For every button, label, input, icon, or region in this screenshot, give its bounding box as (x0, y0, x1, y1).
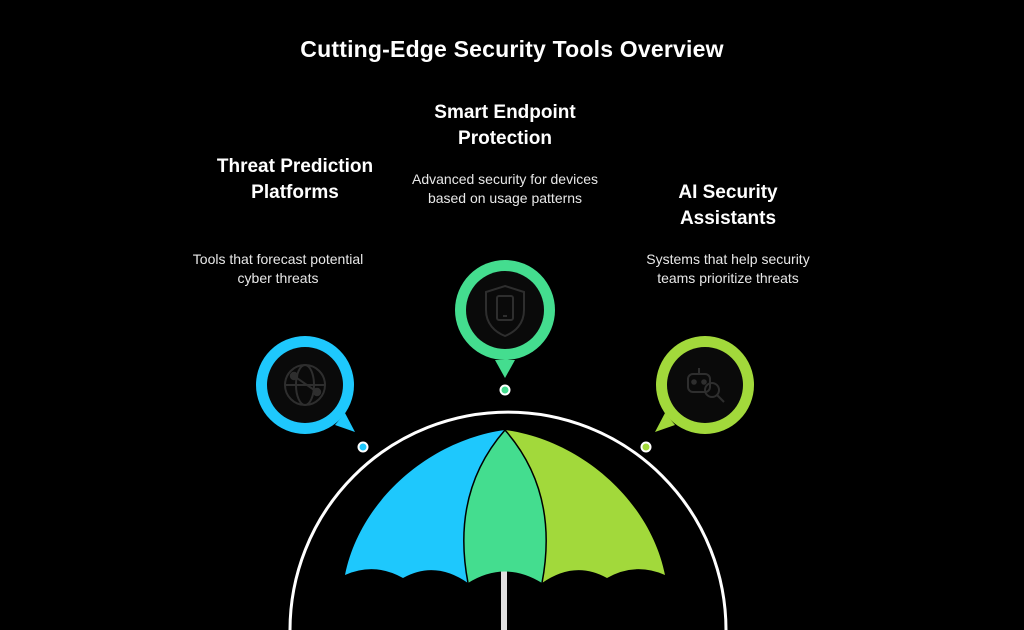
shield-device-icon (485, 284, 525, 338)
umbrella-panel-left (345, 430, 505, 583)
robot-search-icon (687, 368, 725, 403)
connector-dot-right (640, 441, 652, 453)
umbrella-handle (501, 570, 507, 630)
globe-network-icon (284, 364, 326, 406)
umbrella-seam-right (504, 429, 547, 584)
umbrella-panel-center (463, 430, 547, 583)
umbrella-panel-right (505, 430, 665, 583)
pin-ai-assistants (655, 336, 754, 434)
connector-dot-center (499, 384, 511, 396)
pin-threat-prediction (256, 336, 355, 434)
outer-arc (288, 410, 728, 630)
umbrella-seam-left (463, 429, 506, 584)
page-title: Cutting-Edge Security Tools Overview (300, 36, 724, 62)
connector-dot-left (357, 441, 369, 453)
item-title-threat-prediction: Threat Prediction Platforms (216, 156, 374, 203)
item-description-threat-prediction: Tools that forecast potential cyber thre… (192, 251, 364, 286)
item-description-ai-assistants: Systems that help security teams priorit… (646, 251, 810, 286)
item-title-smart-endpoint: Smart Endpoint Protection (434, 102, 576, 149)
pin-smart-endpoint (455, 260, 555, 378)
item-description-smart-endpoint: Advanced security for devices based on u… (412, 171, 598, 206)
item-title-ai-assistants: AI Security Assistants (678, 182, 778, 229)
